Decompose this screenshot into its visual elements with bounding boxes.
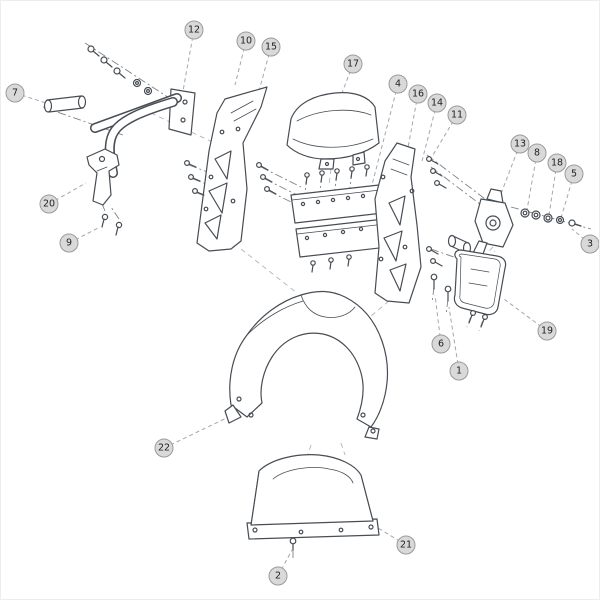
callout-label: 16 — [411, 88, 425, 100]
callout-balloon-6: 6 — [431, 334, 451, 354]
callout-balloon-22: 22 — [154, 438, 174, 458]
part-guard-plate — [453, 249, 507, 316]
callout-label: 15 — [264, 41, 278, 53]
callout-label: 14 — [430, 97, 444, 109]
callout-balloon-20: 20 — [39, 194, 59, 214]
callout-label: 6 — [437, 338, 445, 350]
callout-balloon-18: 18 — [547, 153, 567, 173]
callout-label: 20 — [42, 198, 56, 210]
callout-balloon-15: 15 — [261, 37, 281, 57]
callout-label: 1 — [455, 365, 463, 377]
screws-right-plate — [426, 156, 447, 267]
callout-balloon-10: 10 — [236, 31, 256, 51]
callout-balloon-14: 14 — [427, 93, 447, 113]
callout-label: 17 — [346, 58, 360, 70]
callout-balloon-17: 17 — [343, 54, 363, 74]
callout-label: 19 — [540, 325, 554, 337]
bolts-lower-right — [430, 273, 452, 302]
callout-label: 9 — [65, 237, 73, 249]
callout-label: 22 — [157, 442, 171, 454]
part-lower-shell — [246, 454, 380, 540]
part-hinge-assembly — [468, 188, 514, 266]
callout-label: 3 — [586, 238, 594, 250]
part-cross-plate-lower — [295, 218, 389, 258]
bolts-guard-plate — [468, 310, 489, 328]
callout-label: 11 — [450, 109, 464, 121]
callout-balloon-8: 8 — [527, 143, 547, 163]
part-roller-pin — [43, 95, 87, 113]
part-seat-back — [286, 92, 380, 170]
screws-mid — [256, 162, 277, 195]
callout-label: 2 — [274, 570, 282, 582]
callout-label: 10 — [239, 35, 253, 47]
callout-label: 12 — [187, 24, 201, 36]
part-cross-plate-upper — [290, 184, 384, 224]
part-right-side-plate — [374, 142, 422, 304]
part-bracket-left — [86, 148, 120, 206]
part-main-shell — [224, 290, 388, 440]
screws-cross-plate — [304, 164, 370, 185]
callout-balloon-16: 16 — [408, 84, 428, 104]
callout-label: 13 — [513, 138, 527, 150]
callout-balloon-12: 12 — [184, 20, 204, 40]
callout-label: 4 — [394, 78, 402, 90]
callout-balloon-5: 5 — [564, 164, 584, 184]
callout-balloon-2: 2 — [268, 566, 288, 586]
callout-label: 18 — [550, 157, 564, 169]
bolt-lower-shell — [289, 537, 297, 551]
callout-label: 7 — [11, 87, 19, 99]
callout-balloon-11: 11 — [447, 105, 467, 125]
callout-label: 21 — [399, 539, 413, 551]
callout-balloon-4: 4 — [388, 74, 408, 94]
callout-balloon-13: 13 — [510, 134, 530, 154]
callout-balloon-21: 21 — [396, 535, 416, 555]
hardware-stack-right — [520, 208, 582, 227]
callout-label: 5 — [570, 168, 578, 180]
screws-cross-plate-lower — [310, 254, 352, 273]
callout-balloon-1: 1 — [449, 361, 469, 381]
callout-balloon-9: 9 — [59, 233, 79, 253]
callout-label: 8 — [533, 147, 541, 159]
fasteners-top-left — [87, 45, 153, 96]
callout-balloon-7: 7 — [5, 83, 25, 103]
bolts-bracket — [101, 213, 123, 236]
part-left-side-plate — [196, 86, 268, 252]
callout-balloon-19: 19 — [537, 321, 557, 341]
screws-left-plate — [184, 160, 205, 196]
callout-balloon-3: 3 — [580, 234, 599, 254]
